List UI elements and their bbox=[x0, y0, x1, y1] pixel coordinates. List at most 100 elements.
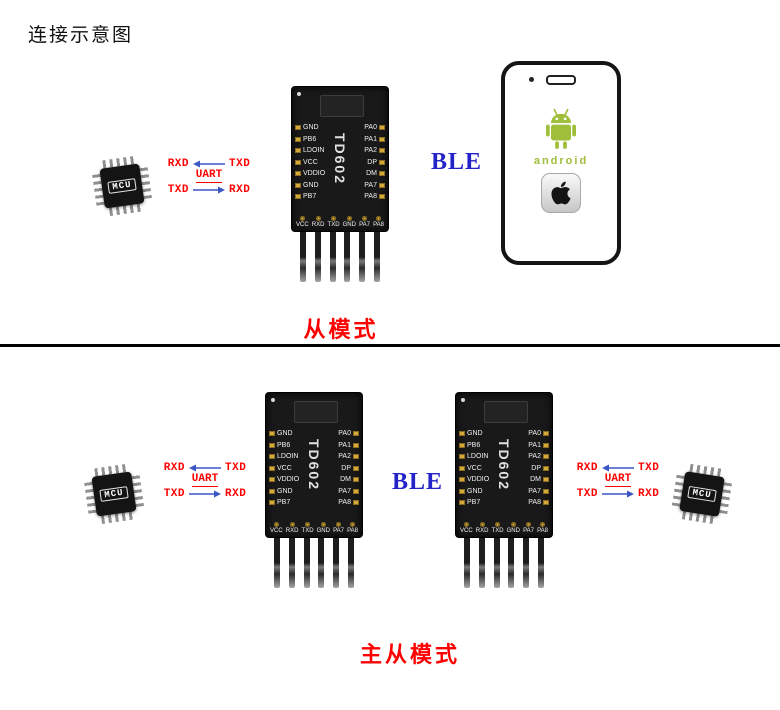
android-wordmark: android bbox=[533, 155, 589, 167]
pin-row: DP bbox=[531, 465, 549, 472]
pin: GND bbox=[343, 216, 356, 228]
pin-label: RXD bbox=[311, 222, 325, 228]
pin-pad bbox=[295, 171, 301, 176]
pin-pad bbox=[269, 442, 275, 448]
pin: GND bbox=[317, 522, 330, 534]
pin-pad bbox=[295, 148, 301, 153]
header-pin bbox=[318, 538, 325, 588]
pin-row: GND bbox=[295, 182, 319, 189]
pin-row: VDDIO bbox=[459, 476, 489, 483]
apple-badge bbox=[541, 173, 581, 213]
phone-speaker-icon bbox=[546, 75, 576, 85]
pin-row: DM bbox=[530, 476, 549, 483]
uart-bottom-row: TXD RXD bbox=[164, 487, 247, 500]
header-pins bbox=[455, 538, 553, 588]
pin-row: PA1 bbox=[364, 136, 385, 143]
pin-row: PA1 bbox=[528, 442, 549, 449]
pin-pad bbox=[353, 488, 359, 494]
pin-pad bbox=[353, 465, 359, 471]
pin: VCC bbox=[296, 216, 309, 228]
pin-row: PA1 bbox=[338, 442, 359, 449]
pin-row: GND bbox=[269, 430, 293, 437]
uart-top-row: RXD TXD bbox=[577, 461, 660, 474]
pin-hole bbox=[320, 522, 326, 527]
header-pins bbox=[291, 232, 389, 282]
header-pin bbox=[537, 538, 544, 588]
header-pin bbox=[314, 232, 321, 282]
signal-label-txd: TXD bbox=[225, 461, 247, 474]
pin-row: PA8 bbox=[364, 193, 385, 200]
pin-pad bbox=[543, 500, 549, 505]
pin-pad bbox=[269, 500, 275, 505]
pin: TXD bbox=[302, 522, 314, 534]
pcb-chip bbox=[484, 401, 528, 423]
pin-pad bbox=[353, 431, 359, 436]
pin-pad bbox=[459, 454, 465, 459]
pin-row: LDOIN bbox=[459, 453, 488, 460]
pcb-marker-dot bbox=[461, 398, 465, 402]
pin-label: PB6 bbox=[467, 441, 481, 449]
signal-label-rxd: RXD bbox=[576, 461, 598, 474]
pin-pad bbox=[543, 488, 549, 494]
pcb-marker-dot bbox=[271, 398, 275, 402]
left-pin-column: GND PB6 LDOIN VCC VDDIO GND PB7 bbox=[269, 430, 299, 506]
pin-label: PA8 bbox=[528, 499, 541, 506]
pin-row: DM bbox=[366, 170, 385, 177]
uart-link-slave2: RXD TXD UART TXD RXD bbox=[566, 461, 670, 500]
pin-label: VCC bbox=[460, 528, 473, 534]
uart-arrow-left-icon bbox=[193, 160, 225, 167]
pin: RXD bbox=[311, 216, 325, 228]
pin-pad bbox=[353, 477, 359, 482]
pin-label: VCC bbox=[303, 158, 318, 166]
pin: GND bbox=[507, 522, 520, 534]
module-name: TD602 bbox=[306, 438, 322, 492]
pin-hole bbox=[479, 522, 485, 527]
pin-row: DP bbox=[341, 465, 359, 472]
pin-row: GND bbox=[269, 488, 293, 495]
uart-arrow-left-icon bbox=[189, 464, 221, 471]
pin-label: PA1 bbox=[528, 441, 541, 449]
uart-arrow-right-icon bbox=[189, 490, 221, 497]
signal-label-txd: TXD bbox=[163, 487, 185, 500]
left-pin-column: GND PB6 LDOIN VCC VDDIO GND PB7 bbox=[295, 124, 325, 200]
pin-hole bbox=[376, 216, 382, 221]
ble-label-master-slave: BLE bbox=[392, 469, 444, 495]
pin: PA7 bbox=[359, 216, 370, 228]
pin-pad bbox=[353, 500, 359, 505]
right-pin-column: PA0 PA1 PA2 DP DM PA7 PA8 bbox=[338, 430, 359, 506]
pin-hole bbox=[289, 522, 295, 527]
pin-label: VDDIO bbox=[277, 476, 300, 483]
header-pin bbox=[329, 232, 336, 282]
pin-row: VDDIO bbox=[295, 170, 325, 177]
pin-label: PA1 bbox=[338, 441, 351, 449]
uart-link-slave: RXD TXD UART TXD RXD bbox=[157, 157, 261, 196]
pin-label: GND bbox=[506, 528, 520, 534]
pin-label: PA0 bbox=[528, 430, 541, 437]
pin-label: VDDIO bbox=[467, 476, 490, 483]
pin-pad bbox=[543, 442, 549, 448]
pin-row: VDDIO bbox=[269, 476, 299, 483]
pin-label: GND bbox=[277, 487, 293, 495]
pin-pad bbox=[269, 454, 275, 459]
uart-top-row: RXD TXD bbox=[168, 157, 251, 170]
pin-label: DM bbox=[340, 476, 351, 483]
pin-row: PB6 bbox=[459, 442, 480, 449]
header-pin bbox=[464, 538, 470, 588]
pin-row: GND bbox=[459, 488, 483, 495]
pin-row: PA2 bbox=[338, 453, 359, 460]
pin-label: PA8 bbox=[347, 528, 358, 534]
pin-row: PA8 bbox=[338, 499, 359, 506]
mcu-chip-master: MCU bbox=[82, 462, 145, 525]
pin-pad bbox=[379, 125, 385, 130]
pin-pad bbox=[269, 431, 275, 436]
pin-pad bbox=[379, 136, 385, 142]
uart-link-master: RXD TXD UART TXD RXD bbox=[153, 461, 257, 500]
pin-row: PA7 bbox=[528, 488, 549, 495]
pin-row: PB7 bbox=[269, 499, 290, 506]
signal-label-rxd: RXD bbox=[638, 487, 660, 500]
pin-label: TXD bbox=[301, 528, 314, 534]
bottom-pin-row: VCC RXD TXD GND PA7 PA8 bbox=[460, 522, 548, 534]
uart-label: UART bbox=[195, 169, 223, 183]
uart-label: UART bbox=[604, 473, 632, 487]
